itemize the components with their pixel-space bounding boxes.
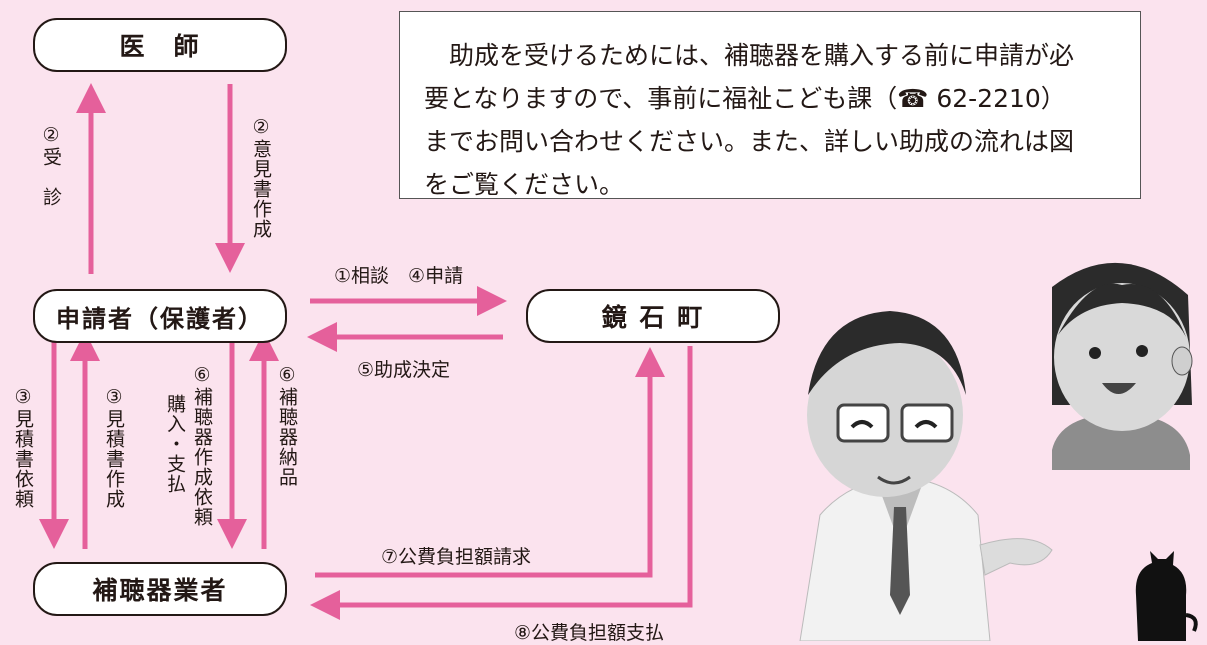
doctor-box: 医 師 xyxy=(33,18,287,72)
doctor-patient-illustration xyxy=(799,262,1198,641)
applicant-box: 申請者（保護者） xyxy=(33,289,287,343)
notice-line-2: 要となりますので、事前に福祉こども課（☎ 62-2210） xyxy=(424,84,1066,113)
notice-line-4: をご覧ください。 xyxy=(424,170,625,199)
town-box: 鏡 石 町 xyxy=(526,289,780,343)
label-order-pay: 購入・支払 xyxy=(164,394,186,494)
label-opinion: ②意見書作成 xyxy=(250,116,272,239)
label-decision: ⑤助成決定 xyxy=(357,359,451,381)
notice-box: 助成を受けるためには、補聴器を購入する前に申請が必 要となりますので、事前に福祉… xyxy=(399,11,1141,199)
mascot-silhouette xyxy=(1135,551,1198,641)
label-order: ⑥補聴器作成依頼 xyxy=(191,364,213,527)
arrow-payment xyxy=(310,346,693,620)
town-label: 鏡 石 町 xyxy=(601,303,705,332)
notice-line-1: 助成を受けるためには、補聴器を購入する前に申請が必 xyxy=(424,41,1075,70)
label-consult-apply: ①相談 ④申請 xyxy=(334,265,464,287)
notice-line-3: までお問い合わせください。また、詳しい助成の流れは図 xyxy=(424,127,1075,156)
label-estimate-make: ③見積書作成 xyxy=(103,386,125,509)
vendor-box: 補聴器業者 xyxy=(33,562,287,616)
label-payment: ⑧公費負担額支払 xyxy=(514,622,665,644)
vendor-label: 補聴器業者 xyxy=(92,576,228,605)
label-claim: ⑦公費負担額請求 xyxy=(381,546,532,568)
applicant-label: 申請者（保護者） xyxy=(56,304,264,333)
arrow-claim xyxy=(315,347,665,578)
doctor-figure xyxy=(799,311,1053,641)
label-estimate-request: ③見積書依頼 xyxy=(12,386,34,509)
label-visit: ②受 診 xyxy=(40,124,62,207)
phone-icon: ☎ xyxy=(897,84,929,113)
phone-number: 62-2210） xyxy=(928,84,1066,113)
doctor-label: 医 師 xyxy=(119,32,201,61)
patient-figure xyxy=(1052,262,1193,470)
label-delivery: ⑥補聴器納品 xyxy=(276,364,298,487)
